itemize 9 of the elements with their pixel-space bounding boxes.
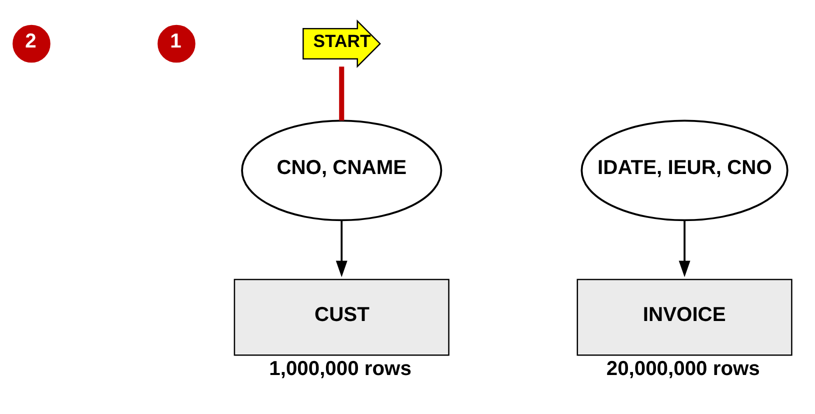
arrow [336,220,348,278]
node-label: 20,000,000 rows [606,358,760,380]
node-ellipse: CNO, CNAME [241,120,442,222]
connector [339,66,344,121]
node-circle: 2 [12,24,50,63]
arrow [678,220,690,278]
node-circle: 1 [158,24,196,63]
node-label: 1,000,000 rows [269,358,412,380]
node-ellipse: IDATE, IEUR, CNO [580,120,788,222]
